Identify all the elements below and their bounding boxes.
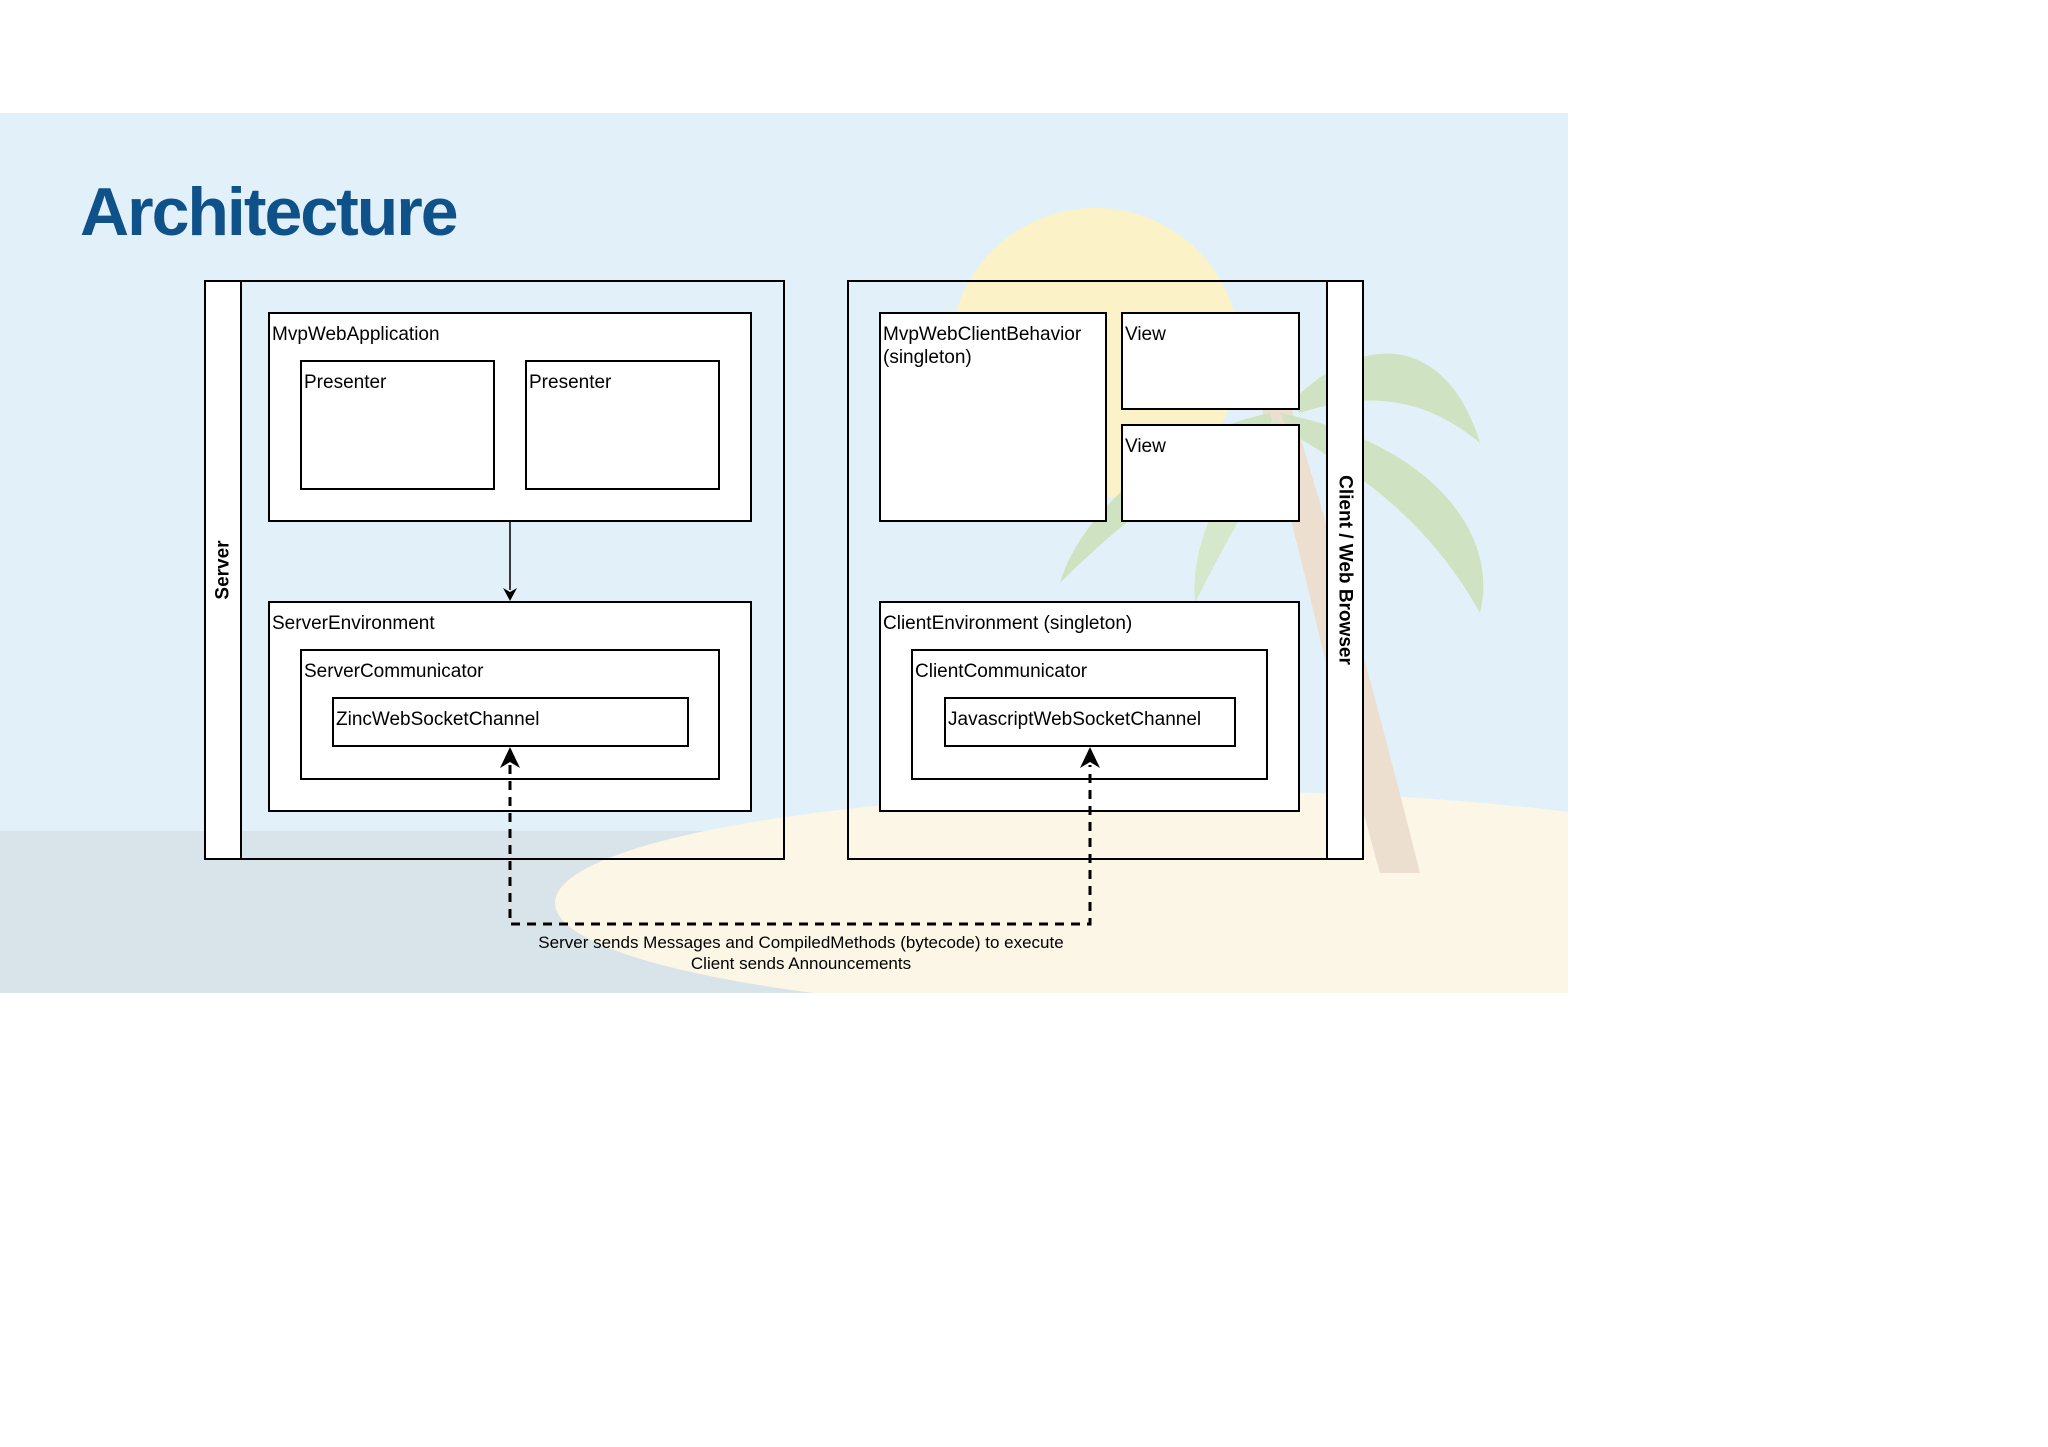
server-environment-label: ServerEnvironment	[272, 613, 435, 634]
view-label: View	[1125, 436, 1166, 457]
client-region-label-strip: Client / Web Browser	[1326, 280, 1364, 860]
websocket-link-dashed	[500, 747, 1100, 926]
presenter-label: Presenter	[529, 372, 612, 393]
mvp-web-client-behavior-box: MvpWebClientBehavior (singleton)	[879, 312, 1107, 522]
client-communicator-label: ClientCommunicator	[915, 661, 1088, 682]
presenter-box: Presenter	[300, 360, 495, 490]
mvp-web-client-behavior-label: MvpWebClientBehavior (singleton)	[883, 324, 1082, 368]
presenter-label: Presenter	[304, 372, 387, 393]
caption-line: Client sends Announcements	[690, 954, 912, 973]
presenter-box: Presenter	[525, 360, 720, 490]
view-box: View	[1121, 424, 1300, 522]
caption-line: Server sends Messages and CompiledMethod…	[538, 933, 1064, 952]
connection-caption: Server sends Messages and CompiledMethod…	[400, 932, 1202, 974]
zinc-websocket-channel-label: ZincWebSocketChannel	[336, 709, 540, 730]
application-to-environment-arrow	[503, 522, 517, 601]
server-communicator-label: ServerCommunicator	[304, 661, 484, 682]
slide-title: Architecture	[80, 174, 459, 250]
server-region-label-strip: Server	[204, 280, 242, 860]
zinc-websocket-channel-box: ZincWebSocketChannel	[332, 697, 689, 747]
javascript-websocket-channel-label: JavascriptWebSocketChannel	[948, 709, 1202, 730]
view-box: View	[1121, 312, 1300, 410]
arrowhead-icon	[1080, 747, 1100, 768]
sand-island	[555, 791, 1568, 993]
mvp-web-application-label: MvpWebApplication	[272, 324, 440, 345]
connector-layer	[500, 522, 1100, 926]
javascript-websocket-channel-box: JavascriptWebSocketChannel	[944, 697, 1236, 747]
view-label: View	[1125, 324, 1166, 345]
palm-frond	[1280, 413, 1484, 613]
client-environment-label: ClientEnvironment (singleton)	[883, 613, 1133, 634]
arrowhead-icon	[500, 747, 520, 768]
